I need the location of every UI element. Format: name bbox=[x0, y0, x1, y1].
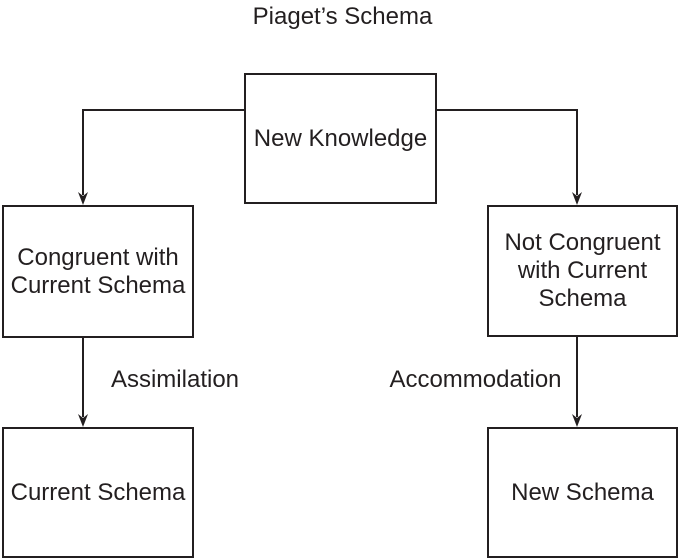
node-new-schema-label: New Schema bbox=[511, 478, 654, 506]
node-current-schema: Current Schema bbox=[2, 427, 194, 558]
connector-left-elbow bbox=[82, 109, 245, 195]
arrowhead-down-icon bbox=[572, 192, 582, 205]
node-not-congruent-label: Not Congruent with Current Schema bbox=[504, 229, 661, 312]
edge-label-accommodation: Accommodation bbox=[389, 366, 562, 393]
arrowhead-down-icon bbox=[78, 414, 88, 427]
node-new-schema: New Schema bbox=[487, 427, 678, 558]
edge-label-assimilation: Assimilation bbox=[110, 366, 240, 393]
connector-right-elbow bbox=[436, 109, 578, 195]
node-new-knowledge-label: New Knowledge bbox=[253, 124, 428, 152]
node-not-congruent-with-current-schema: Not Congruent with Current Schema bbox=[487, 205, 678, 337]
node-current-schema-label: Current Schema bbox=[10, 478, 186, 506]
diagram-title: Piaget’s Schema bbox=[252, 3, 433, 30]
arrowhead-down-icon bbox=[572, 414, 582, 427]
node-congruent-with-current-schema: Congruent with Current Schema bbox=[2, 205, 194, 338]
arrowhead-down-icon bbox=[78, 192, 88, 205]
node-new-knowledge: New Knowledge bbox=[244, 73, 437, 204]
node-congruent-label: Congruent with Current Schema bbox=[10, 243, 186, 299]
